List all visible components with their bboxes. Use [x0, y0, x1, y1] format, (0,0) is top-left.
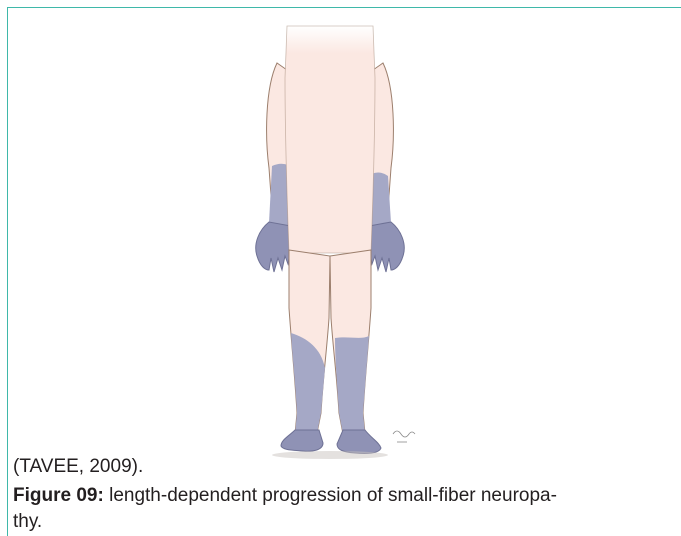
right-foot	[337, 430, 381, 453]
left-hand	[256, 222, 291, 272]
figure-caption-text: length-dependent progression of small-fi…	[109, 485, 557, 506]
torso	[285, 26, 375, 253]
body-illustration	[225, 18, 435, 463]
figure-label: Figure 09:	[13, 485, 104, 506]
artist-signature-icon	[393, 431, 415, 442]
frame-top-border	[7, 7, 681, 8]
figure-caption: Figure 09: length-dependent progression …	[13, 483, 663, 535]
figure-caption-text-continued: thy.	[13, 511, 42, 532]
left-foot	[281, 430, 323, 451]
right-hand	[369, 222, 404, 272]
figure-citation: (TAVEE, 2009).	[13, 456, 143, 478]
frame-left-border	[7, 7, 8, 536]
